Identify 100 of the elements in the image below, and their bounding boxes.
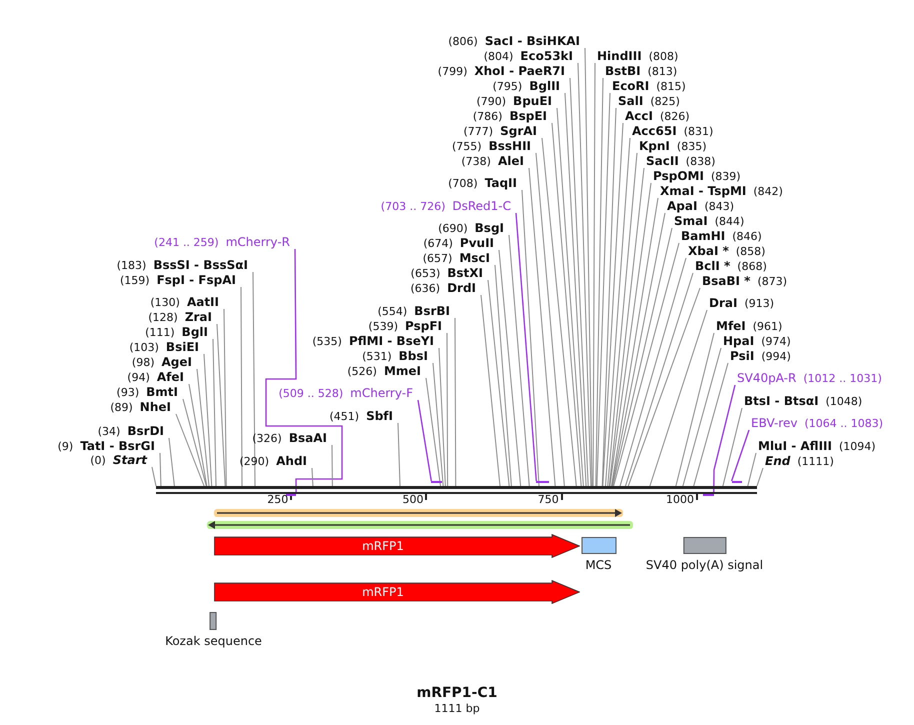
site-position: (974) — [761, 334, 791, 349]
enzyme-name: BsrBI — [414, 304, 450, 319]
leader-line — [426, 378, 441, 486]
leader-line — [536, 152, 565, 486]
site-position: (844) — [714, 214, 744, 229]
enzyme-name: SalI — [618, 94, 644, 109]
leader-line — [584, 48, 592, 486]
leader-line — [649, 310, 708, 486]
site-position: (326) — [252, 431, 282, 446]
enzyme-name: BsrDI — [127, 424, 164, 439]
site-position: (93) — [116, 385, 140, 400]
enzyme-name: AfeI — [156, 370, 184, 385]
site-position: (103) — [129, 340, 159, 355]
site-position: (159) — [120, 273, 150, 288]
enzyme-name: BstBI — [605, 64, 641, 79]
enzyme-name: PvuII — [460, 236, 494, 251]
enzyme-name: BssSI - BssSαI — [153, 258, 248, 273]
site-position: (554) — [378, 304, 408, 319]
leader-line — [182, 398, 207, 486]
site-position: (838) — [686, 154, 716, 169]
enzyme-name: BsiEI — [166, 340, 199, 355]
site-position: (1048) — [826, 394, 862, 409]
site-position: (835) — [676, 139, 706, 154]
feature-label: mRFP1 — [362, 585, 404, 599]
leader-line — [332, 444, 333, 486]
site-position: (653) — [410, 266, 440, 281]
primer-mark — [286, 494, 296, 496]
site-position: (868) — [737, 259, 767, 274]
leader-line — [438, 348, 446, 486]
site-position: (738) — [461, 154, 491, 169]
enzyme-name: PspOMI — [653, 169, 704, 184]
leader-line — [612, 212, 666, 486]
site-position: (994) — [761, 349, 791, 364]
site-position: (843) — [704, 199, 734, 214]
leader-line — [508, 234, 530, 486]
primer-mark — [536, 481, 549, 483]
leader-line — [498, 250, 522, 486]
enzyme-name: XhoI - PaeR7I — [474, 64, 565, 79]
leader-line — [160, 452, 162, 486]
site-position: (806) — [448, 34, 478, 49]
leader-line — [454, 318, 456, 486]
scale-label: 1000 — [666, 493, 694, 506]
site-position: (755) — [452, 139, 482, 154]
leader-line — [224, 308, 227, 486]
leader-line — [713, 384, 736, 494]
site-position: (839) — [710, 169, 741, 184]
site-position: (128) — [148, 310, 178, 325]
feature-label: Kozak sequence — [165, 634, 262, 649]
enzyme-name: HindIII — [597, 49, 642, 64]
enzyme-name: NheI — [140, 400, 171, 415]
site-position: (98) — [132, 355, 155, 370]
leader-line — [417, 400, 432, 482]
leader-line — [607, 152, 638, 486]
leader-line — [682, 348, 722, 486]
primer-mark — [431, 481, 442, 483]
site-position: (831) — [684, 124, 714, 139]
leader-line — [446, 332, 448, 486]
leader-line — [730, 430, 750, 482]
enzyme-name: MscI — [459, 251, 490, 266]
enzyme-name: XmaI - TspMI — [660, 184, 746, 199]
enzyme-name: TatI - BsrGI — [80, 439, 155, 454]
site-position: (804) — [484, 49, 514, 64]
feature-label: mRFP1 — [362, 539, 404, 553]
leader-line — [398, 422, 400, 486]
enzyme-name: Acc65I — [632, 124, 677, 139]
site-position: (846) — [732, 229, 762, 244]
leader-line — [625, 272, 694, 486]
enzyme-name: Start — [112, 453, 147, 468]
leader-line — [188, 384, 208, 486]
leader-line — [552, 122, 582, 486]
leader-line — [611, 198, 658, 486]
enzyme-name: BamHI — [681, 229, 726, 244]
enzyme-name: MfeI — [716, 319, 746, 334]
enzyme-name: BbsI — [398, 349, 428, 364]
leader-line — [265, 249, 343, 494]
leader-line — [592, 62, 596, 486]
enzyme-name: FspI - FspAI — [156, 273, 236, 288]
site-position: (913) — [744, 296, 774, 311]
enzyme-name: BglI — [182, 325, 208, 340]
enzyme-name: AleI — [498, 154, 524, 169]
site-position: (9) — [58, 439, 74, 454]
site-position: (813) — [648, 64, 678, 79]
enzyme-name: BglII — [529, 79, 560, 94]
primer-range: (509 .. 528) — [278, 386, 344, 401]
site-position: (795) — [492, 79, 522, 94]
leader-line — [747, 452, 756, 486]
enzyme-name: SgrAI — [500, 124, 537, 139]
leader-line — [204, 354, 212, 486]
site-position: (94) — [127, 370, 150, 385]
leader-line — [152, 466, 156, 486]
leader-line — [240, 286, 242, 486]
enzyme-name: MmeI — [384, 364, 421, 379]
primer-mark — [703, 494, 714, 496]
enzyme-name: BstXI — [447, 266, 483, 281]
site-position: (0) — [90, 453, 106, 468]
site-position: (531) — [362, 349, 392, 364]
leader-line — [488, 280, 510, 486]
leader-line — [432, 362, 444, 486]
enzyme-name: End — [765, 454, 790, 469]
enzyme-name: HpaI — [723, 334, 754, 349]
